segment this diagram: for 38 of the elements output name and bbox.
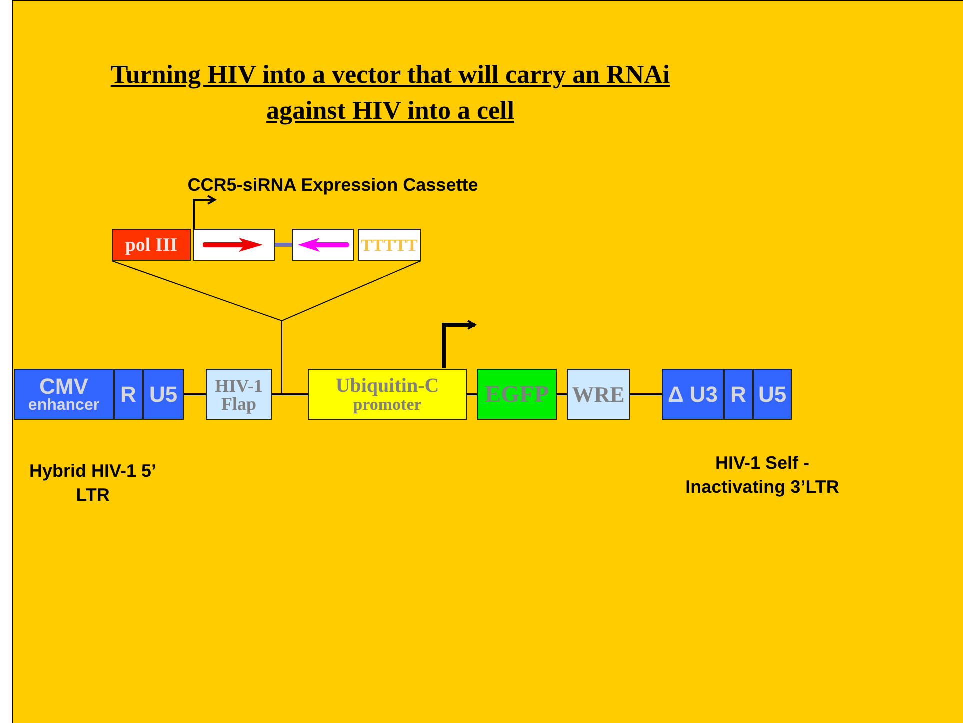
ltr-segment-box (753, 369, 792, 420)
ltr-segment-box (724, 369, 753, 420)
ltr-segment-label: Δ U3 (668, 384, 718, 406)
ltr-label: Hybrid HIV-1 5’ LTR (28, 460, 158, 507)
promoter-box (308, 369, 467, 420)
ltr-segment-label: U5 (149, 384, 178, 406)
ltr-segment-label: U5 (758, 384, 787, 406)
connector-line (467, 394, 477, 396)
flap-box (206, 369, 272, 420)
flap-label: HIV-1 Flap (214, 376, 264, 412)
cassette-label: CCR5-siRNA Expression Cassette (186, 174, 480, 197)
promoter-label: pol III (125, 236, 178, 254)
enhancer-box (14, 369, 114, 420)
promoter-label: promoter (353, 396, 422, 413)
connector-line (557, 394, 567, 396)
sense-strand-box (193, 229, 275, 261)
title: Turning HIV into a vector that will carry an RNAi against HIV into a cell (110, 59, 672, 127)
ltr-segment-box (143, 369, 184, 420)
connector-line (272, 394, 308, 396)
element-box (567, 369, 630, 420)
ltr-segment-box (662, 369, 724, 420)
terminator-box (358, 229, 421, 261)
connector-line (275, 243, 292, 247)
enhancer-label: enhancer (28, 398, 100, 414)
gene-box (477, 369, 557, 420)
antisense-strand-box (292, 229, 354, 261)
terminator-label: TTTTT (361, 236, 418, 254)
ltr-label: HIV-1 Self - Inactivating 3’LTR (684, 452, 840, 499)
gene-label: EGFP (485, 382, 549, 406)
connector-line (184, 394, 206, 396)
promoter-label: Ubiquitin-C (336, 376, 440, 396)
connector-line (630, 394, 662, 396)
ltr-segment-box (114, 369, 143, 420)
ltr-segment-label: R (120, 384, 136, 406)
element-label: WRE (572, 384, 625, 406)
enhancer-label: CMV (40, 376, 88, 398)
promoter-box (112, 229, 191, 261)
ltr-segment-label: R (730, 384, 746, 406)
